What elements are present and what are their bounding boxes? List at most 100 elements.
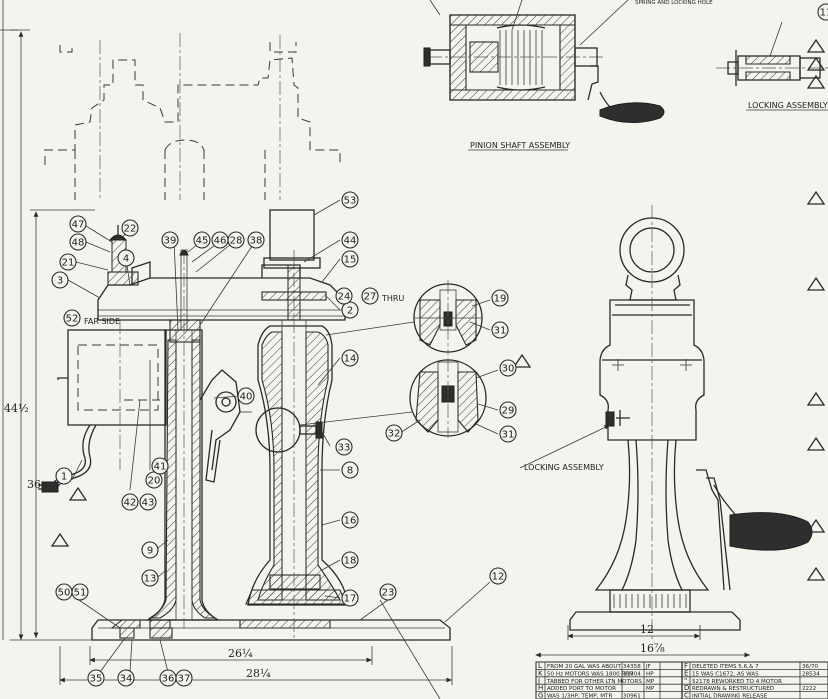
revision-letter: E [684,669,688,677]
item-balloon-51: 51 [71,583,89,601]
item-balloon-number: 40 [240,392,253,403]
revision-number: 31704 [623,671,641,677]
item-balloon-number: 50 [58,588,71,599]
item-balloon-number: 12 [492,572,505,583]
item-balloon-number: 18 [344,556,357,567]
revision-letter: C [684,692,689,699]
item-balloon-31a: 31 [491,321,509,339]
item-balloon-24: 24 [335,287,353,305]
item-balloon-53: 53 [341,191,359,209]
item-balloon-number: 22 [124,224,137,235]
item-balloon-number: 15 [344,255,357,266]
revision-letter: " [684,677,687,685]
item-balloon-40: 40 [237,387,255,405]
width-26-dimension: 26¼ [228,647,253,660]
item-balloon-number: 45 [196,236,209,247]
revision-initials: MP [646,686,655,692]
item-balloon-29: 29 [499,401,517,419]
overall-height-dimension: 44½ [4,402,29,415]
revision-number: 34358 [623,664,641,670]
item-balloon-number: 1 [61,472,67,483]
item-balloon-46: 46 [211,231,229,249]
revision-number: 30961 [623,694,641,699]
item-balloon-number: 35 [90,674,103,685]
item-balloon-11: 11 [817,3,828,21]
item-balloon-number: 34 [120,674,133,685]
item-balloon-44: 44 [341,231,359,249]
revision-initials: JF [645,664,651,670]
item-balloon-32: 32 [385,424,403,442]
detail-circle-lower [409,358,487,438]
thru-note: THRU [381,294,404,303]
item-balloon-number: 37 [178,674,191,685]
item-balloon-19: 19 [491,289,509,307]
pinion-shaft-assembly-view: SPRING AND LOCKING HOLE PINION SHAFT ASS… [423,0,713,151]
item-balloon-number: 32 [388,429,401,440]
item-balloon-38: 38 [247,231,265,249]
item-balloon-31b: 31 [499,425,517,443]
revision-letter: L [538,662,542,670]
item-balloon-number: 23 [382,588,395,599]
item-balloon-number: 39 [164,236,177,247]
item-balloon-number: 16 [344,516,357,527]
item-balloon-number: 41 [154,462,167,473]
item-balloon-number: 19 [494,294,507,305]
item-balloon-number: 3 [57,276,63,287]
item-balloon-number: 33 [338,443,351,454]
item-balloon-number: 46 [214,236,227,247]
item-balloon-number: 9 [147,546,153,557]
revision-description: 52178 REWORKED TO 4 MOTOR [692,679,782,685]
item-balloon-35: 35 [87,669,105,687]
item-balloon-number: 11 [820,8,828,19]
revision-number: 36/70 [802,664,819,670]
item-balloon-15: 15 [341,250,359,268]
item-balloon-number: 51 [74,588,87,599]
item-balloon-13: 13 [141,569,159,587]
revision-letter: G [538,692,543,699]
item-balloon-42: 42 [121,493,139,511]
balloon-leaders [67,199,499,673]
item-balloon-number: 17 [344,594,357,605]
item-balloon-number: 38 [250,236,263,247]
revision-description: FROM 20 GAL WAS ABOUT [547,664,622,670]
item-balloon-27: 27 [361,287,379,305]
item-balloon-12: 12 [489,567,507,585]
revision-description: REDRAWN & RESTRUCTURED [692,686,774,692]
width-12-dimension: 12 [640,623,654,636]
revision-description: TABBED FOR OTHER LTN MOTORS [546,679,642,685]
item-balloon-number: 4 [123,254,129,265]
item-balloon-17: 17 [341,589,359,607]
revision-letter: D [684,684,689,692]
revision-number: 2222 [802,686,816,692]
item-balloon-number: 31 [502,430,515,441]
revision-description: 50 Hz MOTORS WAS 1800 RPM [547,671,634,677]
item-balloon-37: 37 [175,669,193,687]
revision-description: WAS 1/3HP, TEMP, MTR [547,694,612,699]
revision-description: DELETED ITEMS 5,6,& 7 [692,664,759,670]
item-balloon-48: 48 [69,233,87,251]
side-elevation-view [519,205,813,640]
item-balloon-number: 48 [72,238,85,249]
revision-flags [50,190,826,581]
item-balloon-9: 9 [141,541,159,559]
far-side-note: FAR SIDE [84,317,120,326]
item-balloon-52: 52 [63,309,81,327]
pinion-shaft-assembly-title: PINION SHAFT ASSEMBLY [470,141,570,150]
item-balloon-3: 3 [51,271,69,289]
item-balloon-14: 14 [341,349,359,367]
item-balloon-number: 28 [230,236,243,247]
locking-assembly-view: LOCKING ASSEMBLY [716,21,828,111]
item-balloon-16: 16 [341,511,359,529]
item-balloon-34: 34 [117,669,135,687]
locking-assembly-title: LOCKING ASSEMBLY [748,101,828,110]
spring-and-locking-hole-label: SPRING AND LOCKING HOLE [635,0,713,6]
item-balloon-50: 50 [55,583,73,601]
item-balloon-number: 42 [124,498,137,509]
item-balloon-33: 33 [335,438,353,456]
item-balloon-41: 41 [151,457,169,475]
item-balloon-number: 31 [494,326,507,337]
